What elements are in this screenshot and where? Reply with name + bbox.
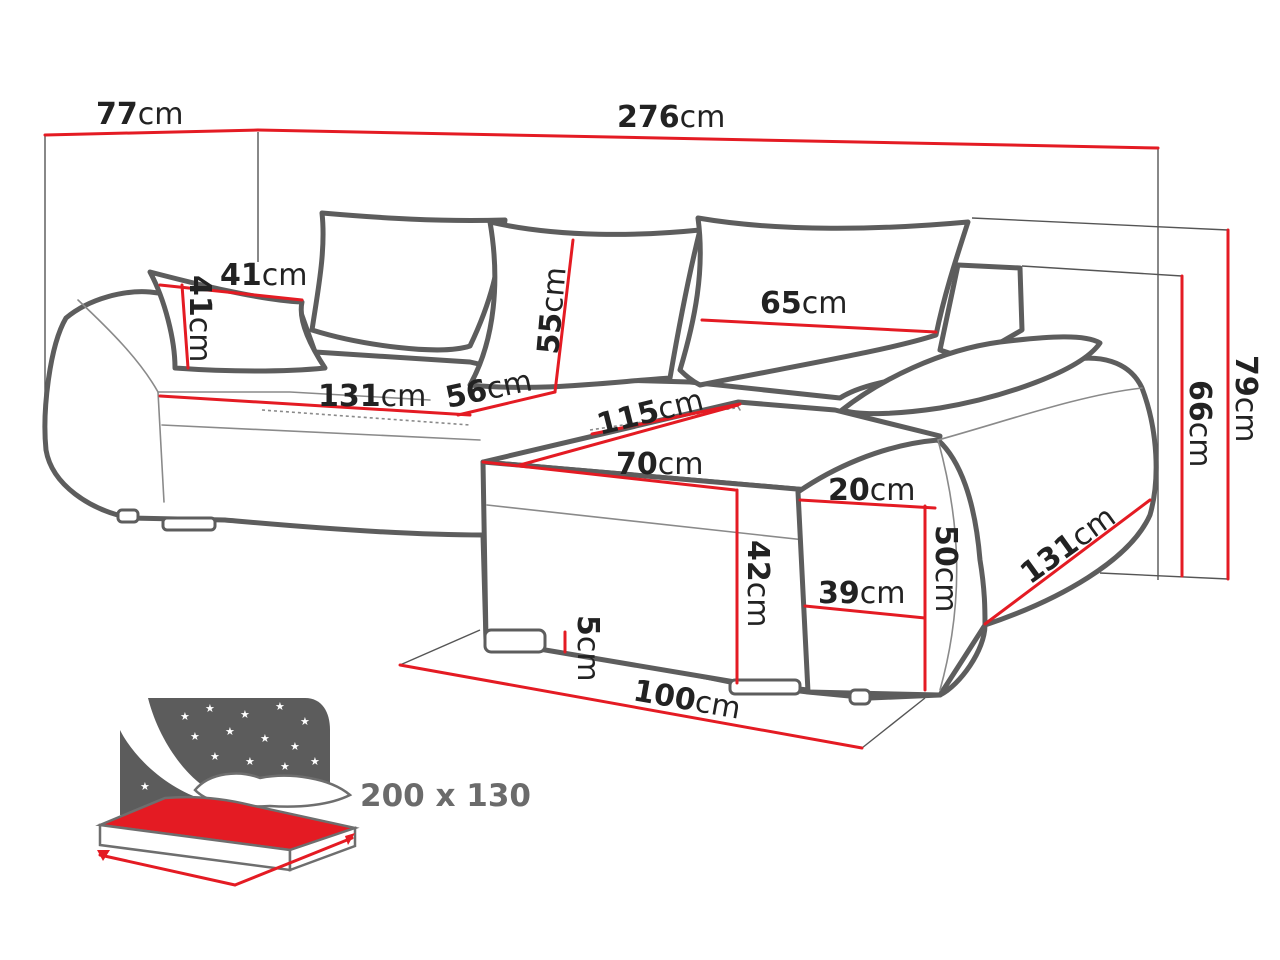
label-77cm: 77cm bbox=[96, 97, 183, 132]
dim-line-131-arm bbox=[983, 498, 1152, 626]
label-50cm: 50cm bbox=[928, 525, 963, 612]
label-42cm: 42cm bbox=[740, 540, 775, 627]
label-41cm-width: 41cm bbox=[220, 258, 307, 293]
dim-line-65 bbox=[700, 318, 938, 334]
svg-text:★: ★ bbox=[310, 755, 320, 768]
dim-line-77 bbox=[43, 128, 260, 137]
svg-text:★: ★ bbox=[245, 755, 255, 768]
dim-line-276 bbox=[256, 128, 1160, 150]
label-41cm-height: 41cm bbox=[182, 275, 217, 362]
dim-line-56 bbox=[456, 390, 557, 417]
back-cushion-right bbox=[677, 215, 971, 388]
dim-line-70 bbox=[481, 460, 737, 492]
svg-text:★: ★ bbox=[280, 760, 290, 773]
svg-text:★: ★ bbox=[300, 715, 310, 728]
svg-text:★: ★ bbox=[275, 700, 285, 713]
dimension-lines bbox=[43, 128, 1230, 750]
label-131cm-seat: 131cm bbox=[318, 379, 426, 414]
night-sky-panel bbox=[148, 698, 330, 790]
svg-text:★: ★ bbox=[240, 708, 250, 721]
guide-lines bbox=[44, 132, 1229, 749]
label-65cm: 65cm bbox=[760, 286, 847, 321]
sleeping-area-label: 200 x 130 bbox=[360, 778, 531, 814]
dim-line-20 bbox=[798, 498, 937, 510]
sofa-drawing bbox=[42, 210, 1159, 706]
label-70cm: 70cm bbox=[616, 447, 703, 482]
svg-text:★: ★ bbox=[180, 710, 190, 723]
dim-line-115 bbox=[590, 402, 742, 436]
dim-line-131-seat bbox=[158, 394, 472, 417]
label-79cm: 79cm bbox=[1228, 355, 1263, 442]
back-cushion-left bbox=[309, 210, 508, 353]
dim-line-55 bbox=[553, 238, 575, 394]
label-55cm: 55cm bbox=[531, 266, 573, 356]
svg-text:★: ★ bbox=[290, 740, 300, 753]
mattress-top bbox=[95, 795, 360, 852]
svg-text:★: ★ bbox=[210, 750, 220, 763]
back-cushion-middle bbox=[467, 219, 703, 390]
svg-text:★: ★ bbox=[140, 780, 150, 793]
label-66cm: 66cm bbox=[1182, 380, 1217, 467]
decor-pillow-right bbox=[839, 334, 1103, 417]
svg-text:★: ★ bbox=[260, 732, 270, 745]
label-39cm: 39cm bbox=[818, 576, 905, 611]
dim-line-41-height bbox=[180, 283, 190, 370]
dim-line-115b bbox=[518, 403, 740, 467]
label-20cm: 20cm bbox=[828, 473, 915, 508]
sleeping-area-icon: ★★ ★★ ★★ ★★ ★★ ★★ ★★ ★★ 200 x 130 bbox=[95, 698, 531, 887]
label-5cm: 5cm bbox=[570, 615, 605, 682]
svg-text:★: ★ bbox=[205, 702, 215, 715]
dim-line-39 bbox=[803, 604, 927, 620]
svg-text:★: ★ bbox=[190, 730, 200, 743]
dim-line-100 bbox=[398, 663, 864, 750]
label-276cm: 276cm bbox=[617, 100, 725, 135]
svg-text:★: ★ bbox=[225, 725, 235, 738]
svg-text:★: ★ bbox=[170, 760, 180, 773]
